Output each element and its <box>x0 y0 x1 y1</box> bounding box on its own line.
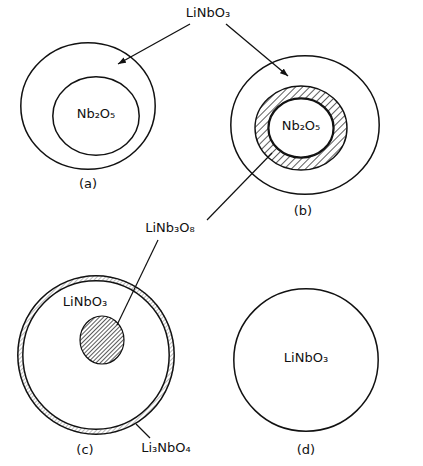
panel-label: (c) <box>76 442 93 458</box>
panel-label: (d) <box>297 442 315 458</box>
phase-label: LiNbO₃ <box>186 5 230 21</box>
ellipse-outline <box>231 56 379 194</box>
ellipse-outline <box>18 276 174 434</box>
phase-label: LiNb₃O₈ <box>145 220 195 236</box>
phase-region: Nb₂O₅(b) <box>230 55 380 195</box>
arrow-leader <box>118 24 190 64</box>
ellipse-outline <box>23 281 169 429</box>
phase-region: LiNbO₃(c) <box>17 275 175 435</box>
leader-line <box>207 153 272 220</box>
panel-label: (a) <box>79 176 97 192</box>
phase-region: Nb₂O₅ <box>52 76 140 156</box>
phase-label: Li₃NbO₄ <box>141 440 191 456</box>
leader-line <box>136 424 150 438</box>
thin-band <box>17 275 175 435</box>
phase-region: LiNbO₃(d) <box>233 288 379 432</box>
leader-line <box>117 240 158 325</box>
phase-label: LiNbO₃ <box>284 350 328 366</box>
ellipse-outline <box>53 77 139 155</box>
ellipse-outline <box>234 289 378 431</box>
phase-region: Nb₂O₅(a) <box>20 42 156 170</box>
hatched-ring <box>255 86 347 170</box>
phase-label: Nb₂O₅ <box>282 118 321 134</box>
phase-label: LiNbO₃ <box>63 294 107 310</box>
phase-region: LiNbO₃ <box>22 280 170 430</box>
panel-label: (b) <box>294 203 312 219</box>
arrow-leader <box>226 24 288 76</box>
phase-label: Nb₂O₅ <box>77 106 116 122</box>
ellipse-outline <box>21 43 155 169</box>
phase-region: Nb₂O₅ <box>268 98 334 158</box>
ellipse-outline <box>269 99 333 157</box>
